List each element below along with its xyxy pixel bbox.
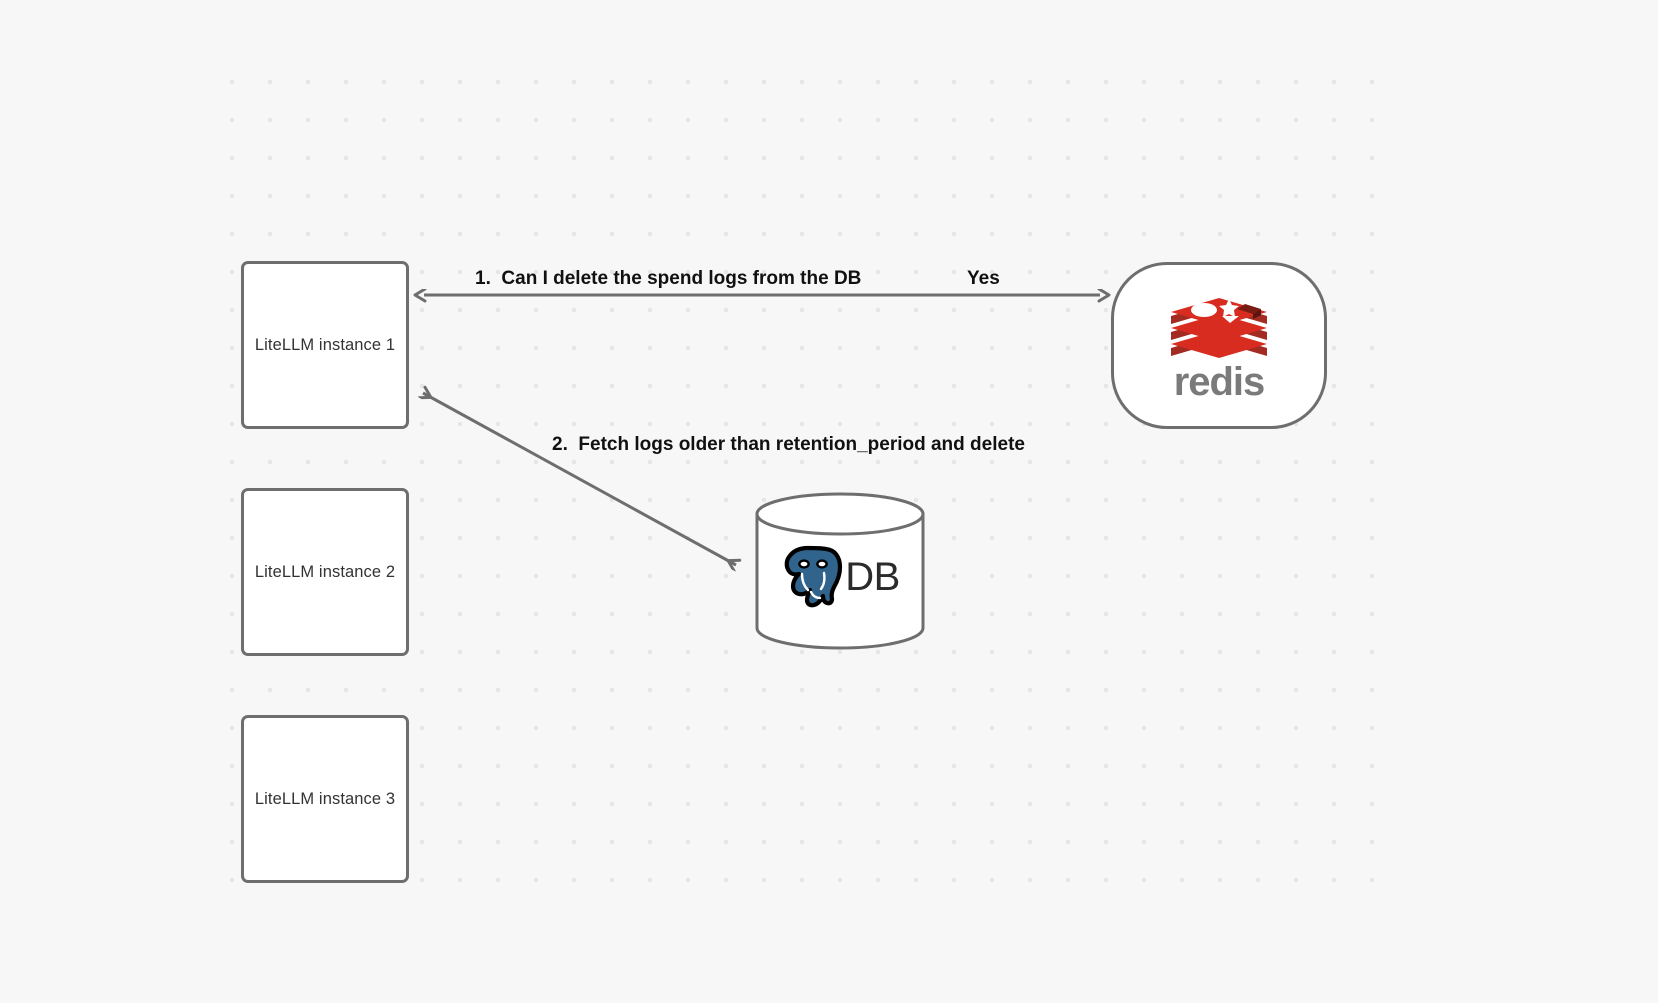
- edge-db-llm1: [423, 393, 736, 565]
- edge-label-yes: Yes: [967, 268, 1000, 289]
- node-redis[interactable]: redis: [1111, 262, 1327, 429]
- node-litellm-instance-3[interactable]: LiteLLM instance 3: [241, 715, 409, 883]
- node-label: LiteLLM instance 3: [254, 789, 396, 808]
- edge-label-2: 2. Fetch logs older than retention_perio…: [552, 434, 1025, 455]
- node-label: LiteLLM instance 1: [254, 335, 396, 354]
- node-litellm-instance-2[interactable]: LiteLLM instance 2: [241, 488, 409, 656]
- node-db[interactable]: DB: [754, 492, 926, 650]
- node-litellm-instance-1[interactable]: LiteLLM instance 1: [241, 261, 409, 429]
- db-label: DB: [845, 554, 900, 599]
- redis-logo-icon: [1171, 297, 1267, 358]
- db-content: DB: [754, 532, 926, 622]
- node-label: LiteLLM instance 2: [254, 562, 396, 581]
- redis-wordmark: redis: [1173, 359, 1266, 404]
- postgresql-elephant-icon: [784, 545, 843, 608]
- edge-label-1: 1. Can I delete the spend logs from the …: [475, 268, 862, 289]
